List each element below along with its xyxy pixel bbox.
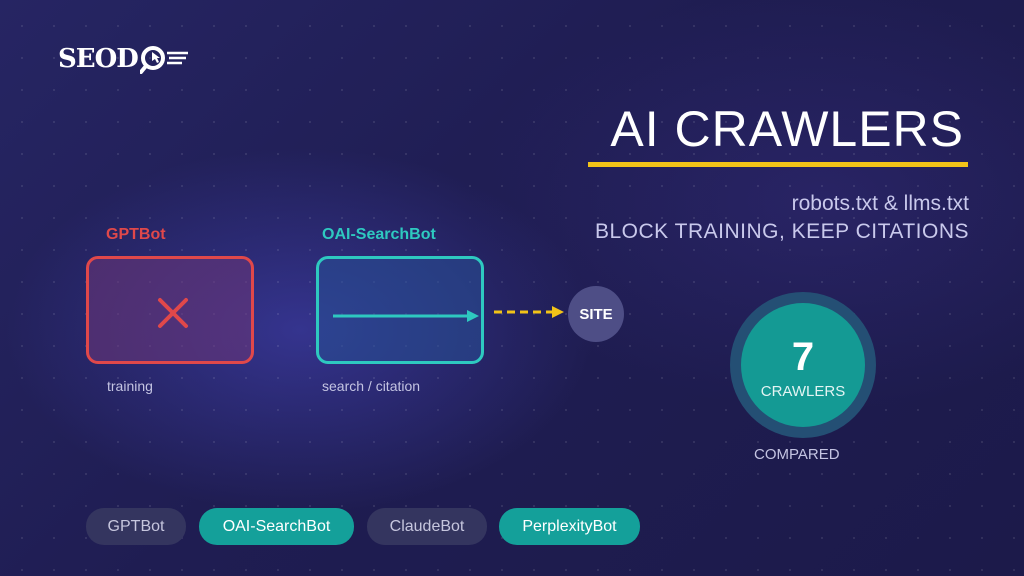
page-title: AI CRAWLERS (610, 101, 964, 157)
crawler-count-label: CRAWLERS (760, 383, 846, 400)
oai-searchbot-caption: search / citation (322, 378, 421, 394)
chip-perplexitybot: PerplexityBot (499, 508, 640, 545)
gptbot-label: GPTBot (106, 226, 166, 243)
magnifier-pointer-icon (139, 46, 188, 74)
brand-logo: SEOD (58, 42, 192, 76)
dashed-arrow-icon (494, 306, 564, 318)
crawler-count-inner: 7 CRAWLERS (741, 303, 865, 427)
chip-oai-searchbot: OAI-SearchBot (199, 508, 354, 545)
title-underline (588, 162, 968, 167)
logo-text: SEOD (58, 44, 139, 74)
gptbot-caption: training (107, 378, 153, 394)
site-node: SITE (568, 286, 624, 342)
chip-claudebot: ClaudeBot (367, 508, 487, 545)
subtitle-tagline: BLOCK TRAINING, KEEP CITATIONS (594, 220, 969, 243)
oai-searchbot-box (316, 256, 484, 364)
crawler-count-value: 7 (791, 335, 815, 379)
crawl-arrow-icon (333, 310, 479, 322)
compared-label: COMPARED (754, 446, 840, 463)
crawler-count-badge: 7 CRAWLERS (730, 292, 876, 438)
subtitle-files: robots.txt & llms.txt (791, 192, 969, 215)
gptbot-box (86, 256, 254, 364)
chip-gptbot: GPTBot (86, 508, 186, 545)
block-x-icon (158, 298, 188, 328)
oai-searchbot-label: OAI-SearchBot (322, 226, 436, 243)
